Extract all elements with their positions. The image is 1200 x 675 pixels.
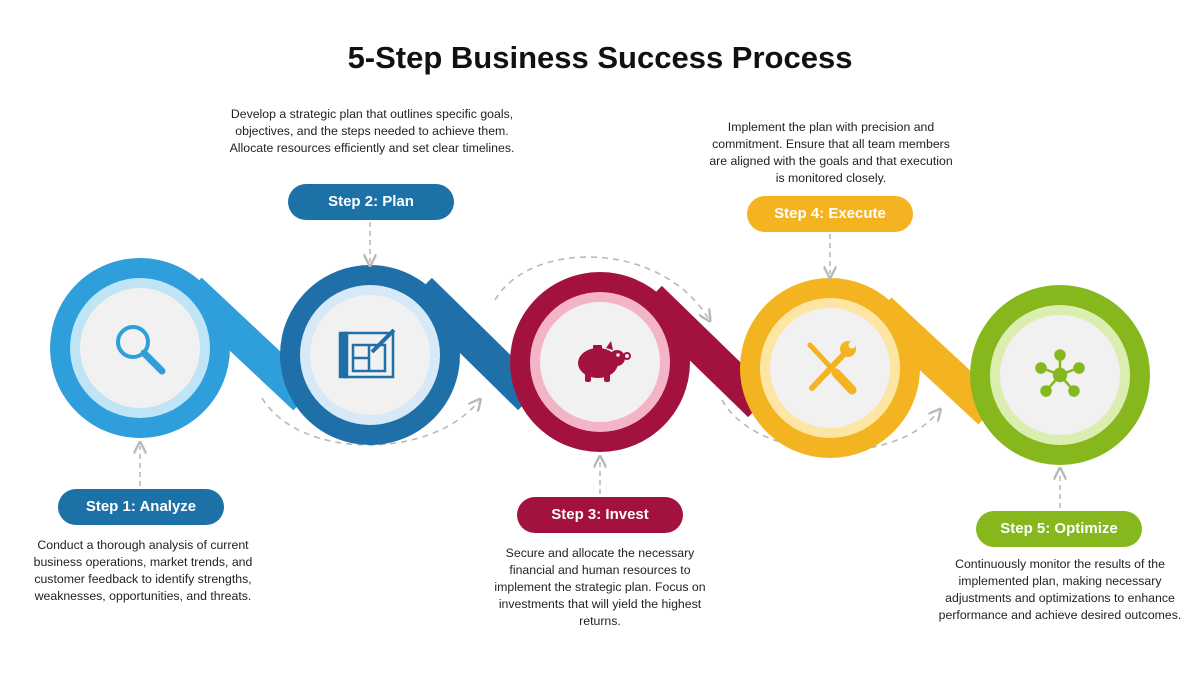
step-5-label: Step 5: Optimize bbox=[976, 511, 1142, 547]
dashed-arrow-1-2 bbox=[261, 398, 478, 446]
tools-icon bbox=[807, 341, 857, 395]
page-title: 5-Step Business Success Process bbox=[347, 40, 853, 75]
step-4-label: Step 4: Execute bbox=[747, 196, 913, 232]
step-2-label: Step 2: Plan bbox=[288, 184, 454, 220]
step-4-description: Implement the plan with precision and co… bbox=[709, 120, 953, 185]
step-2-description: Develop a strategic plan that outlines s… bbox=[229, 107, 515, 155]
step-3-description: Secure and allocate the necessary financ… bbox=[494, 546, 706, 628]
network-icon bbox=[1035, 349, 1085, 397]
dashed-arrow-2-3 bbox=[494, 256, 708, 318]
step-3-label: Step 3: Invest bbox=[517, 497, 683, 533]
magnifier-icon bbox=[116, 325, 166, 375]
step-1-label: Step 1: Analyze bbox=[58, 489, 224, 525]
step-1-circle bbox=[50, 258, 230, 438]
blueprint-icon bbox=[338, 328, 396, 379]
step-1-description: Conduct a thorough analysis of current b… bbox=[33, 538, 253, 603]
dashed-arrow-3-4 bbox=[721, 399, 938, 452]
step-5-description: Continuously monitor the results of the … bbox=[938, 557, 1182, 622]
piggy-bank-icon bbox=[578, 341, 631, 382]
